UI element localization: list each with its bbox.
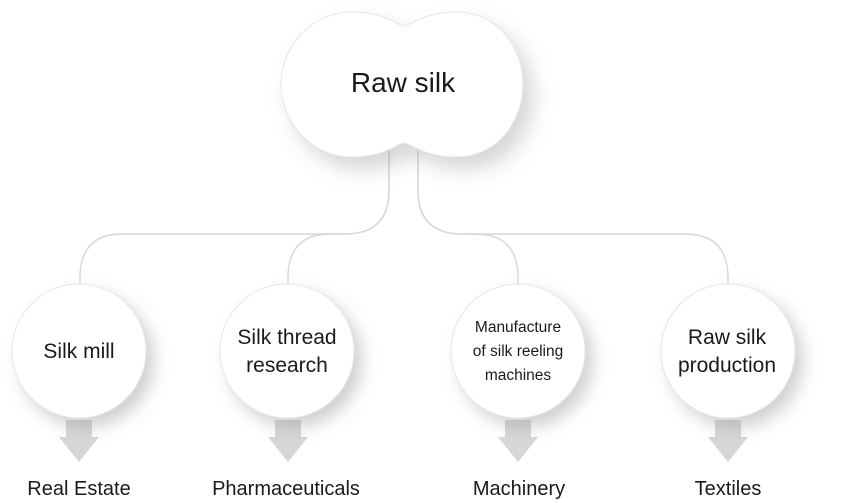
child-label-line: Silk thread — [237, 326, 337, 349]
connector-raw-silk-production — [417, 150, 729, 290]
connector-silk-reeling-machines — [417, 150, 519, 290]
child-label-line: Silk mill — [43, 340, 115, 363]
child-label-line: Raw silk — [687, 326, 767, 349]
node-silk-mill — [11, 283, 147, 419]
connectors — [79, 150, 729, 290]
down-arrow-icon — [59, 420, 99, 462]
child-label-raw-silk-production: Raw silk production — [662, 324, 792, 380]
child-nodes — [11, 283, 796, 419]
child-label-silk-mill: Silk mill — [14, 338, 144, 366]
child-label-line: research — [246, 354, 328, 377]
node-silk-thread-research — [219, 283, 355, 419]
node-silk-reeling-machines — [450, 283, 586, 419]
arrows — [59, 420, 748, 462]
child-label-line: of silk reeling — [472, 343, 564, 360]
child-label-silk-thread-research: Silk thread research — [222, 324, 352, 380]
connector-silk-thread-research — [287, 150, 390, 290]
node-raw-silk-production — [660, 283, 796, 419]
category-label-machinery: Machinery — [472, 478, 566, 500]
category-label-pharmaceuticals: Pharmaceuticals — [212, 478, 360, 500]
child-label-silk-reeling-machines: Manufacture of silk reeling machines — [457, 316, 579, 388]
root-node — [280, 11, 524, 158]
child-label-line: machines — [484, 367, 552, 384]
connector-silk-mill — [79, 150, 390, 290]
child-label-line: Manufacture — [474, 319, 562, 336]
down-arrow-icon — [498, 420, 538, 462]
root-label: Raw silk — [350, 67, 456, 98]
down-arrow-icon — [708, 420, 748, 462]
down-arrow-icon — [268, 420, 308, 462]
child-label-line: production — [677, 354, 777, 377]
category-label-real-estate: Real Estate — [27, 478, 131, 500]
category-label-textiles: Textiles — [694, 478, 762, 500]
